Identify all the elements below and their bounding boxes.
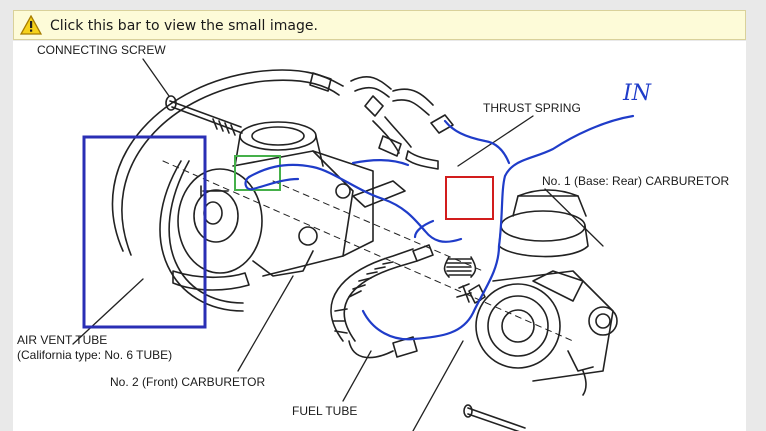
bottom-screw-drawing [463, 404, 526, 431]
carburetor-line-drawing [72, 58, 635, 431]
rear-carburetor-drawing [468, 189, 618, 396]
fuel-tube-drawing [330, 244, 434, 359]
notification-text: Click this bar to view the small image. [50, 18, 318, 34]
label-leader-lines [72, 58, 604, 431]
label-fuel-tube: FUEL TUBE [292, 404, 358, 418]
front-carburetor-drawing [177, 121, 406, 277]
green-annotation-box [234, 155, 281, 191]
label-air-vent-note: (California type: No. 6 TUBE) [17, 348, 173, 362]
red-annotation-box [445, 176, 494, 220]
label-connecting-screw: CONNECTING SCREW [37, 43, 166, 57]
connecting-screw-drawing [165, 95, 243, 136]
air-vent-tube-drawing [111, 69, 344, 312]
carburetor-diagram-image: CONNECTING SCREW THRUST SPRING No. 1 (Ba… [13, 41, 746, 431]
label-air-vent-tube: AIR VENT TUBE [17, 333, 108, 347]
image-resize-notification-bar[interactable]: Click this bar to view the small image. [13, 10, 746, 40]
handwritten-in-label: IN [623, 81, 651, 106]
label-no1-carburetor: No. 1 (Base: Rear) CARBURETOR [542, 174, 730, 188]
upper-tubes-drawing [309, 72, 454, 170]
warning-triangle-icon [20, 15, 42, 35]
label-thrust-spring: THRUST SPRING [483, 101, 581, 115]
blue-annotation-box [82, 135, 207, 329]
blue-pen-fuel-route [244, 114, 635, 341]
label-no2-carburetor: No. 2 (Front) CARBURETOR [110, 375, 266, 389]
